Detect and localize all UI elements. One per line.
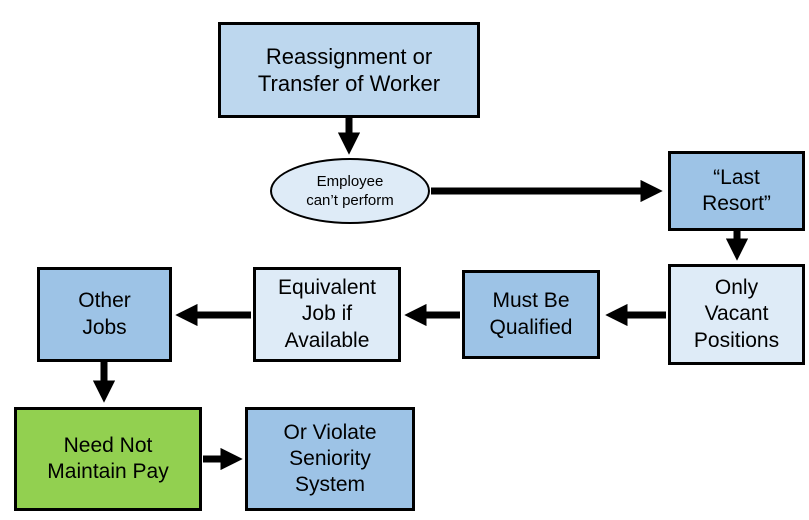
node-reassignment-label: Reassignment or Transfer of Worker <box>257 43 441 97</box>
node-other-jobs-label: Other Jobs <box>78 289 131 339</box>
node-last-resort: “Last Resort” <box>668 151 805 231</box>
node-need-not-maintain-pay-label: Need Not Maintain Pay <box>47 433 169 483</box>
node-last-resort-label: “Last Resort” <box>702 165 771 215</box>
node-reassignment: Reassignment or Transfer of Worker <box>218 22 480 118</box>
node-equivalent-job-label: Equivalent Job if Available <box>277 276 377 352</box>
node-or-violate-seniority: Or Violate Seniority System <box>245 407 415 511</box>
node-equivalent-job: Equivalent Job if Available <box>253 267 401 362</box>
node-employee-cant-perform-label: Employee can’t perform <box>306 172 394 210</box>
node-must-be-qualified-label: Must Be Qualified <box>489 289 573 339</box>
node-must-be-qualified: Must Be Qualified <box>462 270 600 359</box>
node-or-violate-seniority-label: Or Violate Seniority System <box>283 420 377 497</box>
node-other-jobs: Other Jobs <box>37 267 172 362</box>
node-only-vacant-positions: Only Vacant Positions <box>668 264 805 365</box>
node-employee-cant-perform: Employee can’t perform <box>270 158 430 224</box>
node-only-vacant-positions-label: Only Vacant Positions <box>693 276 780 352</box>
node-need-not-maintain-pay: Need Not Maintain Pay <box>14 407 202 511</box>
